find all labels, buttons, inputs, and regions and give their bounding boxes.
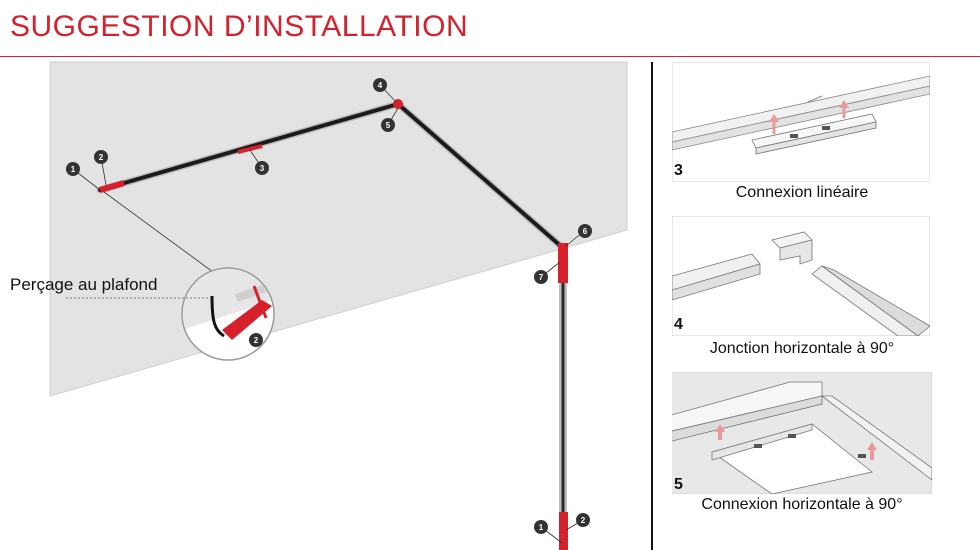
page-title: SUGGESTION D’INSTALLATION	[10, 10, 469, 43]
badge-4: 4	[373, 78, 387, 92]
svg-text:7: 7	[539, 273, 544, 282]
panel-caption: Connexion linéaire	[735, 184, 869, 201]
svg-text:6: 6	[583, 227, 588, 236]
badge-2-bottom: 2	[576, 513, 590, 527]
badge-6: 6	[578, 224, 592, 238]
svg-text:2: 2	[581, 516, 586, 525]
badge-3: 3	[255, 161, 269, 175]
title-underline	[0, 56, 980, 57]
svg-text:4: 4	[378, 81, 383, 90]
bottom-feed-connector	[559, 512, 568, 550]
linear-connector	[237, 144, 263, 154]
horizontal-junction-illustration	[672, 216, 930, 336]
badge-5: 5	[381, 118, 395, 132]
corner-connector-drop	[558, 243, 568, 283]
svg-text:3: 3	[260, 164, 265, 173]
ceiling-drilling-zoom: 2	[181, 267, 275, 361]
panel-horizontal-junction: 4 Jonction horizontale à 90°	[672, 216, 932, 366]
drilling-callout-label: Perçage au plafond	[10, 275, 158, 294]
panel-number: 5	[674, 476, 683, 493]
vertical-divider	[651, 62, 653, 550]
horizontal-connection-illustration	[672, 372, 932, 494]
end-feed-connector	[99, 180, 125, 193]
badge-1-bottom: 1	[534, 520, 548, 534]
installation-diagram: 1 2 3 4 5 6 7 1 2 2	[49, 61, 628, 550]
panel-horizontal-connection: 5 Connexion horizontale à 90°	[672, 372, 932, 522]
badge-7: 7	[534, 270, 548, 284]
badge-1: 1	[66, 162, 80, 176]
panel-number: 3	[674, 162, 683, 179]
panel-number: 4	[674, 316, 683, 333]
panel-caption: Jonction horizontale à 90°	[709, 340, 895, 357]
panel-caption: Connexion horizontale à 90°	[701, 496, 903, 513]
linear-connection-illustration	[672, 62, 930, 182]
svg-text:1: 1	[539, 523, 544, 532]
svg-text:5: 5	[386, 121, 391, 130]
svg-text:1: 1	[71, 165, 76, 174]
svg-text:2: 2	[99, 153, 104, 162]
panel-linear-connection: 3 Connexion linéaire	[672, 62, 932, 212]
badge-2: 2	[94, 150, 108, 164]
svg-text:2: 2	[254, 336, 259, 345]
